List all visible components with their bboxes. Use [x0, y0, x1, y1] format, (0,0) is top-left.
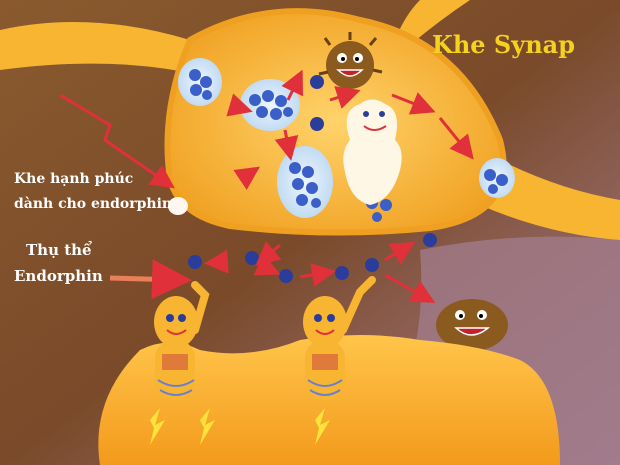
- signal-arrows: [59, 69, 474, 303]
- receptor-label: Thụ thể: [26, 241, 92, 259]
- diagram-title: Khe Synap: [432, 30, 575, 59]
- receptor-character-icon: [303, 276, 376, 400]
- lightning-icon: [150, 408, 330, 445]
- axon-upper-left: [0, 22, 200, 75]
- postsynaptic-cell: [98, 335, 560, 465]
- receptor-character-icon: [154, 281, 210, 400]
- smiling-cell-character-icon: [343, 99, 402, 205]
- vesicle: [240, 79, 300, 131]
- free-endorphin-molecules: [188, 75, 437, 283]
- germ-monster-icon: [436, 299, 508, 351]
- vesicle: [277, 146, 333, 218]
- happy-slot-label: dành cho endorphin: [14, 196, 173, 212]
- germ-monster-icon: [318, 32, 383, 89]
- receptor-label: Endorphin: [14, 267, 103, 285]
- happy-slot: [168, 197, 188, 215]
- receptor-pointer-arrow: [109, 259, 192, 300]
- happy-slot-label: Khe hạnh phúc: [14, 171, 134, 187]
- axon-upper-right: [480, 160, 620, 240]
- axon-top-right: [395, 0, 470, 45]
